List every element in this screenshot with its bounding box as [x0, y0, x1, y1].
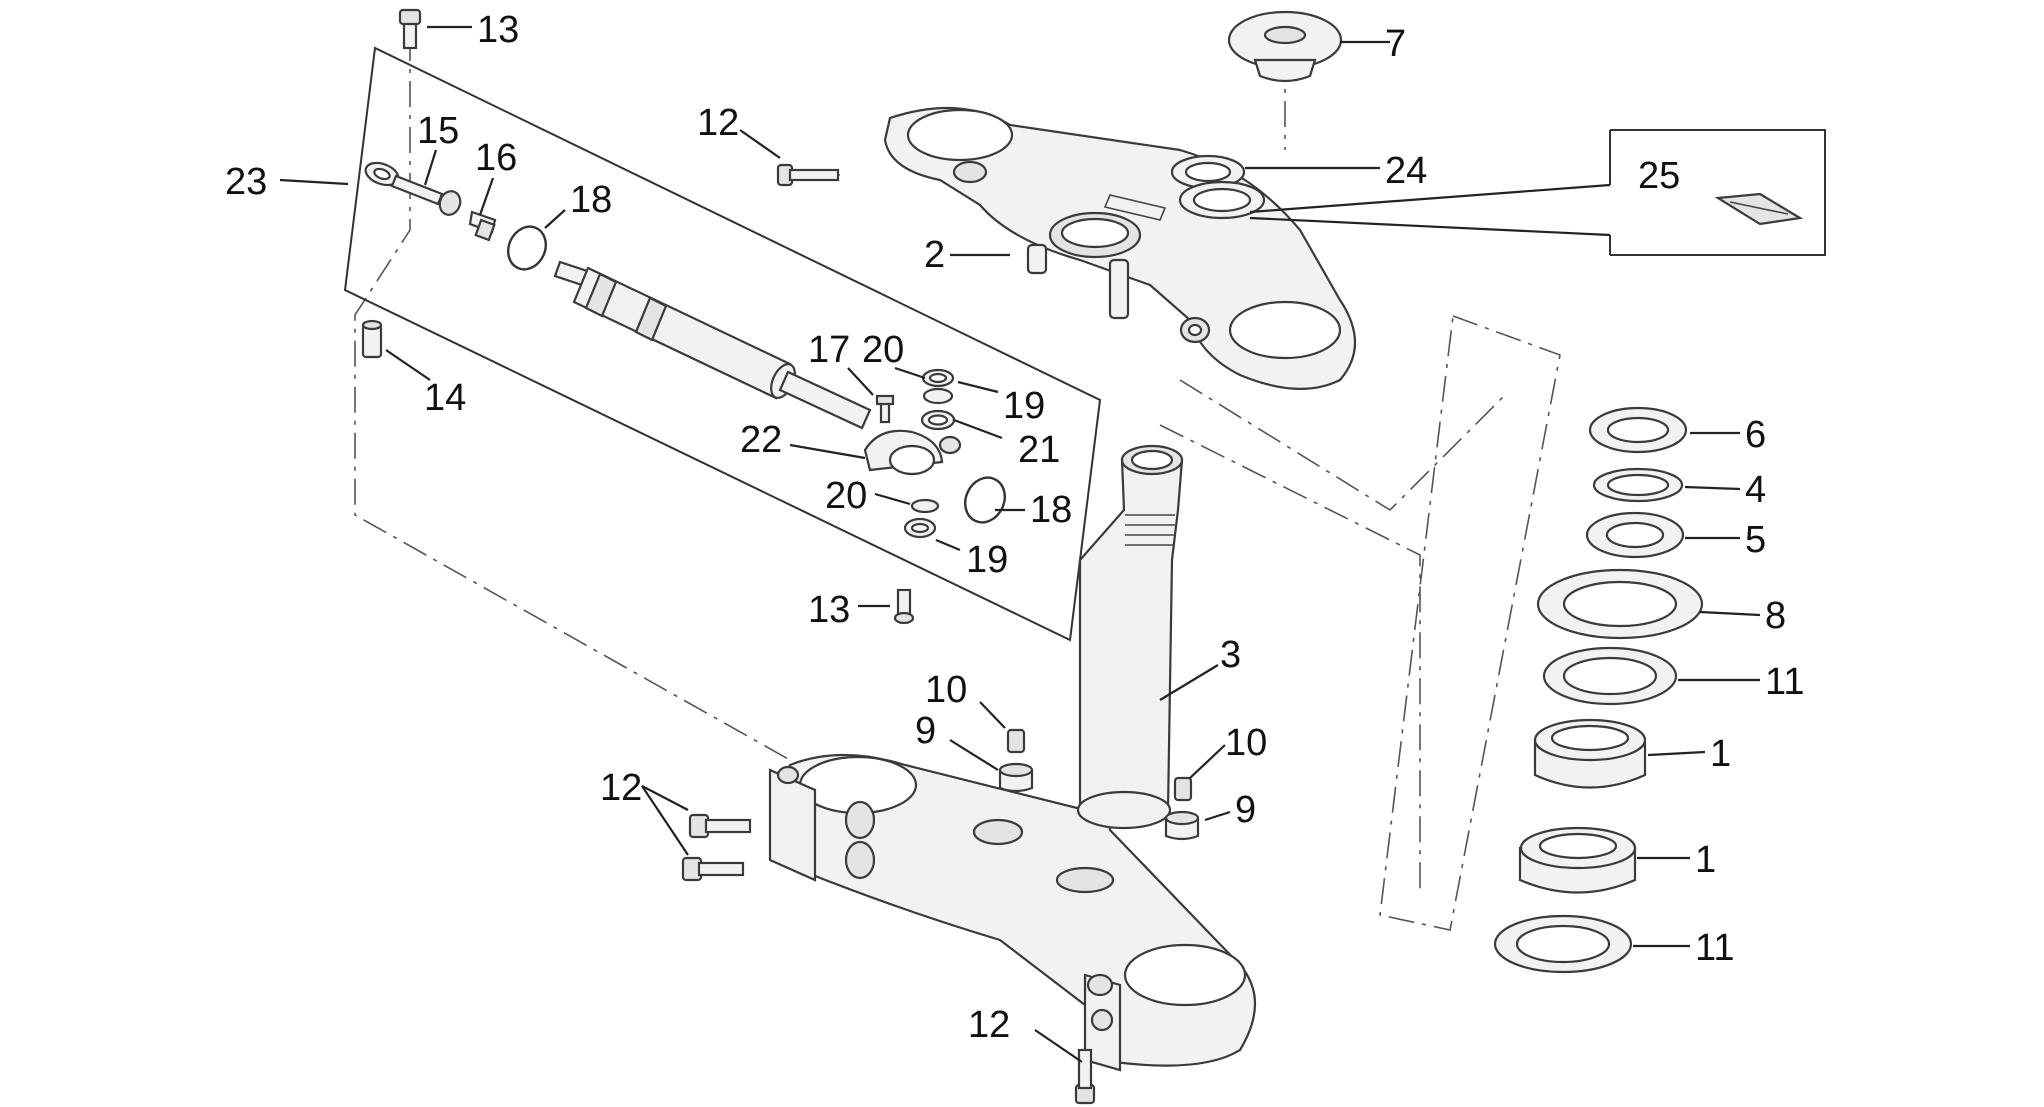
callout-8: 7 — [1385, 23, 1406, 65]
screw-10-left — [1006, 728, 1026, 754]
callout-24: 24 — [1385, 150, 1427, 192]
callout-18-top: 18 — [570, 179, 612, 221]
callout-5: 5 — [1745, 519, 1766, 561]
callout-2: 2 — [924, 234, 945, 276]
callout-18-bottom: 18 — [1030, 489, 1072, 531]
callout-20-bottom: 20 — [825, 475, 867, 517]
callout-19-bottom: 19 — [966, 539, 1008, 581]
ring-nut-5 — [1585, 511, 1685, 559]
lock-washer-4 — [1592, 467, 1684, 503]
ring-nut-6 — [1588, 406, 1688, 454]
callout-13-top: 13 — [477, 9, 519, 51]
callout-11-bottom: 11 — [1695, 927, 1734, 969]
upper-triple-clamp — [883, 106, 1357, 390]
bolt-12-lower-left — [688, 813, 752, 839]
leader-lines — [279, 25, 1761, 1063]
callout-14: 14 — [424, 377, 466, 419]
steering-damper-kit-frame — [343, 46, 1102, 642]
bolt-13-middle — [893, 588, 915, 625]
bolt-13-top — [398, 8, 422, 50]
callout-10-left: 10 — [925, 669, 967, 711]
seal-ring-11-top — [1542, 646, 1678, 706]
seal-ring-11-bottom — [1493, 914, 1633, 974]
callout-3: 3 — [1220, 634, 1241, 676]
callout-9-left: 9 — [915, 710, 936, 752]
washer-24 — [1170, 154, 1266, 220]
steering-damper-parts — [364, 161, 1006, 539]
callout-13-middle: 13 — [808, 589, 850, 631]
callout-15: 15 — [417, 110, 459, 152]
callout-16: 16 — [475, 137, 517, 179]
callout-9-right: 9 — [1235, 789, 1256, 831]
bearing-1-bottom — [1518, 826, 1637, 894]
construction-lines — [354, 35, 1561, 931]
bushing-9-right — [1164, 810, 1200, 841]
screw-10-right — [1173, 776, 1193, 802]
callout-11-top: 11 — [1765, 661, 1804, 703]
callout-12-lower: 12 — [600, 767, 642, 809]
callout-21: 21 — [1018, 429, 1060, 471]
callout-25: 25 — [1638, 155, 1680, 197]
bearing-1-top — [1533, 718, 1647, 789]
callout-17: 17 — [808, 329, 850, 371]
spacer-14 — [361, 319, 383, 359]
bolt-12-bottom — [1074, 1048, 1096, 1105]
callout-6: 6 — [1745, 414, 1766, 456]
lower-triple-clamp-with-stem — [768, 444, 1257, 1072]
callout-23: 23 — [225, 161, 267, 203]
callout-12-bottom: 12 — [968, 1004, 1010, 1046]
callout-7: 8 — [1765, 595, 1786, 637]
callout-4: 4 — [1745, 469, 1766, 511]
bushing-9-left — [998, 762, 1034, 793]
callout-19-top: 19 — [1003, 385, 1045, 427]
dust-seal-7 — [1536, 568, 1704, 640]
callout-10-right: 10 — [1225, 722, 1267, 764]
callout-1-top: 1 — [1710, 733, 1731, 775]
callout-22: 22 — [740, 419, 782, 461]
cap-nut-8 — [1227, 10, 1343, 83]
callout-1-bottom: 1 — [1695, 839, 1716, 881]
bolt-12-top — [776, 163, 840, 187]
callout-20-top: 20 — [862, 329, 904, 371]
callout-12-top: 12 — [697, 102, 739, 144]
callout-labels: 13 23 15 16 18 14 12 2 7 24 25 17 20 19 … — [225, 9, 1804, 1046]
decal-25-box — [1249, 129, 1826, 256]
bolt-12-lower-left-2 — [681, 856, 745, 882]
